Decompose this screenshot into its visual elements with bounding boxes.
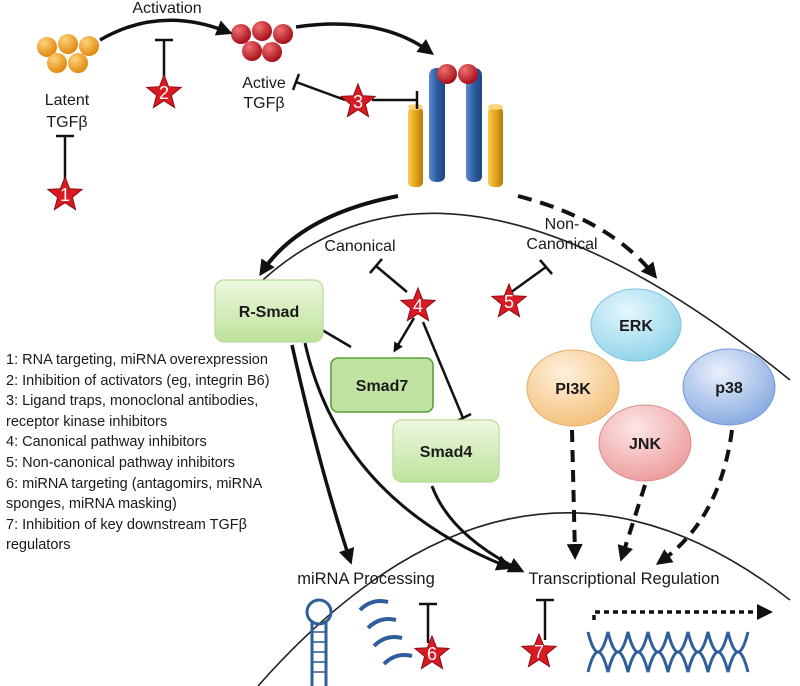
smad4-to-transcription-arrow	[430, 485, 525, 573]
active-tgfb-cluster	[231, 21, 293, 62]
latent-label: Latent	[45, 92, 90, 109]
r-smad-node: R-Smad	[214, 279, 324, 343]
star-5-label: 5	[504, 292, 514, 312]
mirna-processing-label: miRNA Processing	[297, 570, 435, 588]
pi3k-label: PI3K	[555, 381, 591, 398]
jnk-to-transcription-arrow	[617, 484, 647, 562]
star-7-label: 7	[534, 642, 544, 662]
star-5: 5	[490, 282, 528, 318]
inhibitor-legend: 1: RNA targeting, miRNA overexpression 2…	[6, 350, 296, 556]
canonical-label: Canonical	[324, 238, 395, 255]
legend-item-7: 7: Inhibition of key downstream TGFβ reg…	[6, 516, 247, 554]
star-2: 2	[145, 73, 183, 109]
smad7-label: Smad7	[356, 378, 409, 395]
transcriptional-regulation-label: Transcriptional Regulation	[528, 570, 719, 588]
jnk-node: JNK	[598, 404, 692, 482]
smad4-node: Smad4	[392, 419, 500, 483]
smad4-label: Smad4	[420, 444, 473, 461]
noncanonical-label-2: Canonical	[526, 236, 597, 253]
p38-to-transcription-arrow	[655, 429, 734, 565]
tgfb-receptor	[408, 64, 503, 187]
star-3-label: 3	[353, 92, 363, 112]
p38-node: p38	[682, 348, 776, 426]
star-1: 1	[46, 175, 84, 211]
erk-label: ERK	[619, 318, 653, 335]
pi3k-node: PI3K	[526, 349, 620, 427]
activation-arrow	[99, 18, 233, 42]
dna-helix-icon	[586, 631, 750, 673]
transcription-start-arrow	[592, 604, 773, 620]
latent-tgfb-label: TGFβ	[46, 114, 87, 131]
canonical-arrow	[259, 194, 399, 277]
legend-item-3: 3: Ligand traps, monoclonal antibodies, …	[6, 393, 259, 430]
mirna-fragments-icon	[358, 599, 413, 666]
activation-label: Activation	[132, 0, 201, 17]
mirna-hairpin-icon	[305, 598, 333, 686]
r-smad-label: R-Smad	[239, 304, 299, 321]
star-4-label: 4	[413, 296, 423, 316]
noncanonical-label: Non-	[545, 216, 580, 233]
rsmad-to-mirna-arrow	[290, 344, 355, 565]
pi3k-to-transcription-arrow	[566, 429, 583, 560]
active-label: Active	[242, 75, 286, 92]
legend-item-2: 2: Inhibition of activators (eg, integri…	[6, 372, 270, 389]
inhibitor-lines	[56, 38, 554, 643]
legend-item-4: 4: Canonical pathway inhibitors	[6, 434, 207, 451]
erk-node: ERK	[590, 288, 682, 362]
star4-to-smad7-arrow	[393, 317, 416, 353]
latent-tgfb-cluster	[37, 34, 99, 73]
star-7: 7	[520, 632, 558, 668]
legend-item-5: 5: Non-canonical pathway inhibitors	[6, 454, 235, 471]
legend-item-1: 1: RNA targeting, miRNA overexpression	[6, 352, 268, 368]
p38-label: p38	[715, 380, 743, 397]
rsmad-to-transcription-arrow	[303, 342, 513, 571]
jnk-label: JNK	[629, 436, 661, 453]
star-6: 6	[413, 634, 451, 670]
cell-membrane	[224, 212, 791, 381]
star-6-label: 6	[427, 644, 437, 664]
active-tgfb-label: TGFβ	[243, 95, 284, 112]
smad7-node: Smad7	[330, 357, 434, 413]
ligand-binding-arrow	[295, 22, 435, 55]
star-1-label: 1	[60, 185, 70, 205]
star-4: 4	[399, 286, 437, 322]
legend-item-6: 6: miRNA targeting (antagomirs, miRNA sp…	[6, 475, 262, 513]
star-3: 3	[339, 82, 377, 118]
star-2-label: 2	[159, 83, 169, 103]
noncanonical-arrow	[517, 194, 658, 279]
